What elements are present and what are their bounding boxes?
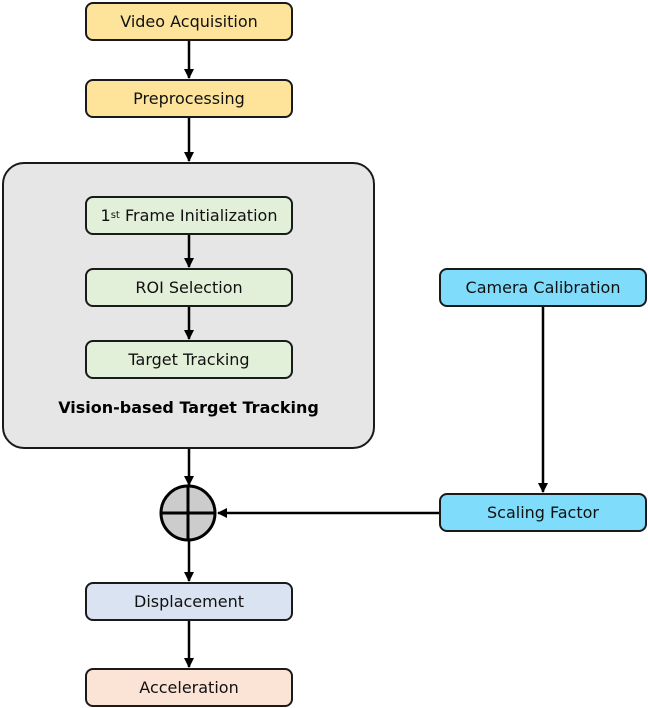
roi-selection-node: ROI Selection (85, 268, 293, 307)
acceleration-node: Acceleration (85, 668, 293, 707)
target-tracking-node: Target Tracking (85, 340, 293, 379)
scaling-factor-node: Scaling Factor (439, 493, 647, 532)
displacement-node: Displacement (85, 582, 293, 621)
camera-calibration-node: Camera Calibration (439, 268, 647, 307)
group-title: Vision-based Target Tracking (58, 398, 319, 417)
video-acquisition-node: Video Acquisition (85, 2, 293, 41)
preprocessing-node: Preprocessing (85, 79, 293, 118)
first-frame-sup: st (110, 210, 120, 221)
summing-junction-icon (159, 484, 217, 542)
first-frame-suffix: Frame Initialization (119, 206, 278, 225)
first-frame-prefix: 1 (100, 206, 111, 225)
